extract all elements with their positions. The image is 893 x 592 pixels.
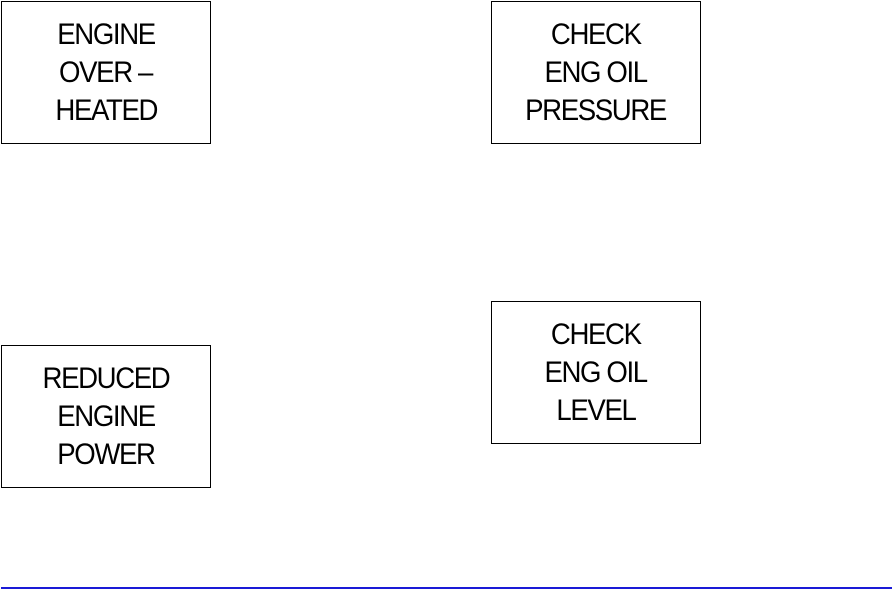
- check-oil-pressure-message: CHECK ENG OIL PRESSURE: [491, 1, 701, 144]
- message-line: REDUCED: [42, 361, 171, 395]
- message-line: ENGINE: [57, 399, 156, 433]
- message-line: POWER: [57, 437, 156, 471]
- message-line: CHECK: [551, 317, 642, 351]
- message-line: OVER –: [59, 55, 154, 89]
- bottom-divider: [1, 587, 892, 589]
- message-line: ENG OIL: [544, 355, 649, 389]
- message-line: ENG OIL: [544, 55, 649, 89]
- message-line: HEATED: [55, 93, 158, 127]
- message-line: PRESSURE: [525, 93, 668, 127]
- message-line: ENGINE: [57, 17, 156, 51]
- engine-overheated-message: ENGINE OVER – HEATED: [1, 1, 211, 144]
- message-line: LEVEL: [556, 393, 636, 427]
- check-oil-level-message: CHECK ENG OIL LEVEL: [491, 301, 701, 444]
- message-line: CHECK: [551, 17, 642, 51]
- reduced-engine-power-message: REDUCED ENGINE POWER: [1, 345, 211, 488]
